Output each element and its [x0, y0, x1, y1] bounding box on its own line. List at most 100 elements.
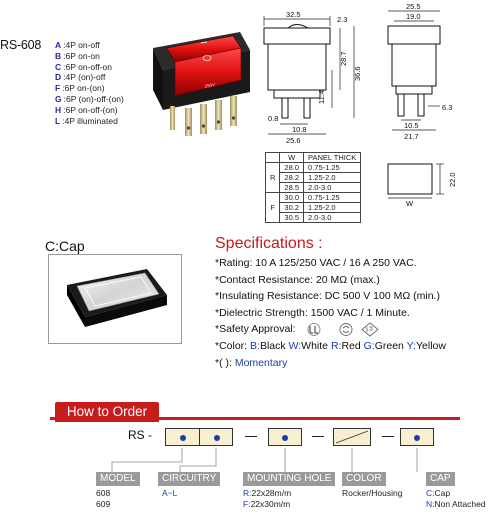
dim-front-pin-gap: 0.8	[268, 114, 278, 123]
dim-front-stem: 11.4	[317, 90, 326, 104]
spec-momentary-value: Momentary	[234, 356, 288, 369]
dim-front-width: 32.5	[286, 10, 301, 19]
mounting-slot-dot	[282, 435, 288, 441]
color-name: Green	[374, 339, 407, 352]
color-code: G:	[363, 339, 375, 352]
csa-mark-icon	[340, 323, 353, 337]
spec-momentary-label: *( ):	[215, 356, 235, 369]
how-to-order-badge: How to Order	[55, 402, 159, 422]
table-row: 28.2 1.25-2.0	[266, 172, 362, 183]
table-cell: 2.0-3.0	[303, 182, 362, 193]
table-group-label: F	[264, 192, 281, 223]
table-cell: 2.0-3.0	[303, 212, 362, 223]
cap-code: C:	[426, 488, 435, 498]
model-value: 608	[96, 488, 111, 498]
order-label-mounting-hole: MOUNTING HOLE	[243, 472, 336, 486]
circuitry-item: L:4P illuminated	[55, 116, 124, 127]
circuitry-code: L	[55, 115, 61, 126]
spec-safety-approval: *Safety Approval:	[215, 321, 446, 338]
dim-side-pin: 6.3	[442, 103, 452, 112]
model-title: RS-608	[0, 38, 42, 52]
table-row: F 30.0 0.75-1.25	[264, 192, 362, 223]
circuitry-code: F	[55, 83, 61, 94]
circuitry-desc: :6P on-on	[63, 50, 100, 61]
color-name: Yellow	[415, 339, 446, 352]
spec-momentary: *( ): Momentary	[215, 355, 446, 372]
spec-contact-resistance: *Contact Resistance: 20 MΩ (max.)	[215, 273, 380, 286]
order-prefix: RS -	[128, 428, 152, 442]
order-dash	[382, 436, 394, 437]
table-header-row: W PANEL THICK	[264, 152, 362, 163]
table-cell: 30.2	[279, 202, 305, 213]
model-slot-dot	[180, 435, 186, 441]
table-header-w: W	[279, 152, 305, 163]
order-label-color: COLOR	[342, 472, 386, 486]
circuitry-item: B:6P on-on	[55, 51, 124, 62]
order-dash	[245, 436, 257, 437]
circuitry-code: C	[55, 61, 62, 72]
order-label-circuitry: CIRCUITRY	[158, 472, 221, 486]
order-code-box-mounting	[268, 428, 302, 446]
table-cell: 28.2	[279, 172, 305, 183]
order-color-value: Rocker/Housing	[342, 488, 402, 499]
order-circuitry-value: A~L	[162, 488, 177, 499]
spec-dielectric-strength: *Dielectric Strength: 1500 VAC / 1 Minut…	[215, 306, 410, 319]
order-dash	[312, 436, 324, 437]
color-name: Black	[259, 339, 289, 352]
cap-code: N:	[426, 498, 435, 509]
table-group-label: R	[264, 162, 281, 193]
specifications-title: Specifications :	[215, 235, 323, 252]
dim-front-pin-pitch: 10.8	[292, 125, 307, 134]
table-header-spacer	[264, 152, 281, 163]
order-code-box-color	[333, 428, 371, 446]
circuitry-desc: :6P on-(on)	[62, 83, 105, 94]
color-code: Y:	[406, 339, 416, 352]
cap-slot-dot	[414, 435, 420, 441]
circuitry-item: G:6P (on)-off-(on)	[55, 94, 124, 105]
spec-safety-label: *Safety Approval:	[215, 323, 296, 336]
spec-rating: *Rating: 10 A 125/250 VAC / 16 A 250 VAC…	[215, 257, 417, 269]
table-row: 28.5 2.0-3.0	[266, 182, 362, 193]
circuitry-desc: :6P on-off-on	[63, 61, 112, 72]
order-mounting-values: R:22x28m/m F:22x30m/m	[243, 488, 291, 509]
color-name: White	[301, 339, 331, 352]
order-divider	[50, 417, 460, 420]
table-row: 30.2 1.25-2.0	[266, 202, 362, 213]
color-name: Red	[341, 339, 364, 352]
table-cell: 0.75-1.25	[303, 162, 362, 173]
table-row: 30.5 2.0-3.0	[266, 212, 362, 223]
rocker-switch-photo: 250V	[153, 32, 250, 136]
circuitry-code: H	[55, 104, 62, 115]
dim-side-width: 25.5	[406, 2, 421, 11]
circuitry-item: C:6P on-off-on	[55, 62, 124, 73]
safety-marks	[308, 322, 380, 337]
color-code: R:	[330, 339, 342, 352]
circuitry-list: A:4P on-off B:6P on-on C:6P on-off-on D:…	[55, 40, 124, 126]
dim-side-inner: 19.0	[406, 12, 421, 21]
mounting-code: R:	[243, 488, 252, 498]
table-cell: 28.5	[279, 182, 305, 193]
pse-mark-icon	[361, 322, 380, 337]
table-cell: 1.25-2.0	[303, 172, 362, 183]
circuitry-code: G	[55, 93, 62, 104]
dim-cutout-width: W	[406, 199, 414, 208]
spec-color: *Color: B:Black W:White R:Red G:Green Y:…	[215, 338, 446, 355]
panel-thickness-table: W PANEL THICK R 28.0 0.75-1.25 28.2 1.25…	[264, 152, 362, 223]
circuitry-desc: :4P on-off	[63, 40, 100, 50]
circuitry-code: B	[55, 50, 62, 61]
table-header-thick: PANEL THICK	[303, 152, 362, 163]
color-code: B:	[250, 339, 260, 352]
front-view-drawing: 32.5 2.3 28.7 36.6 11.4 0.8 10.8 25.6	[263, 10, 362, 145]
cap-photo-frame	[48, 254, 182, 344]
cap-photo	[67, 269, 167, 327]
circuitry-desc: :6P on-off-(on)	[63, 104, 118, 115]
circuitry-code: D	[55, 72, 62, 83]
dim-side-base: 21.7	[404, 132, 419, 141]
circuitry-item: A:4P on-off	[55, 40, 124, 51]
order-label-model: MODEL	[96, 472, 140, 486]
cap-desc: Cap	[434, 488, 451, 498]
cap-title: C:Cap	[45, 238, 85, 254]
order-code-box-model-circuitry	[165, 428, 233, 446]
circuitry-item: F:6P on-(on)	[55, 83, 124, 94]
dim-front-top: 2.3	[337, 15, 347, 24]
